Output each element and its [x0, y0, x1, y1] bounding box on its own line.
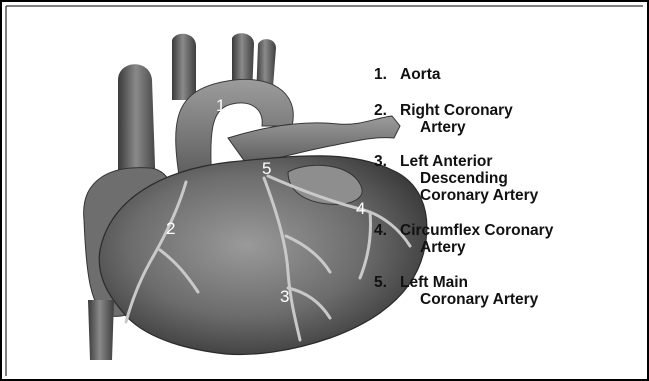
- legend-item-circumflex: 4.Circumflex Coronary Artery: [374, 222, 553, 256]
- legend-item-left-main: 5.Left Main Coronary Artery: [374, 274, 538, 308]
- marker-1: 1: [216, 96, 225, 115]
- legend: 1.Aorta 2.Right Coronary Artery 3.Left A…: [374, 0, 644, 381]
- legend-item-right-coronary: 2.Right Coronary Artery: [374, 102, 513, 136]
- inferior-vena-cava: [88, 300, 114, 360]
- legend-item-aorta: 1.Aorta: [374, 66, 440, 83]
- marker-4: 4: [356, 199, 365, 218]
- brachiocephalic-vessel: [172, 34, 196, 100]
- marker-2: 2: [166, 219, 175, 238]
- marker-3: 3: [280, 287, 289, 306]
- marker-5: 5: [262, 159, 271, 178]
- legend-item-lad: 3.Left Anterior Descending Coronary Arte…: [374, 153, 538, 204]
